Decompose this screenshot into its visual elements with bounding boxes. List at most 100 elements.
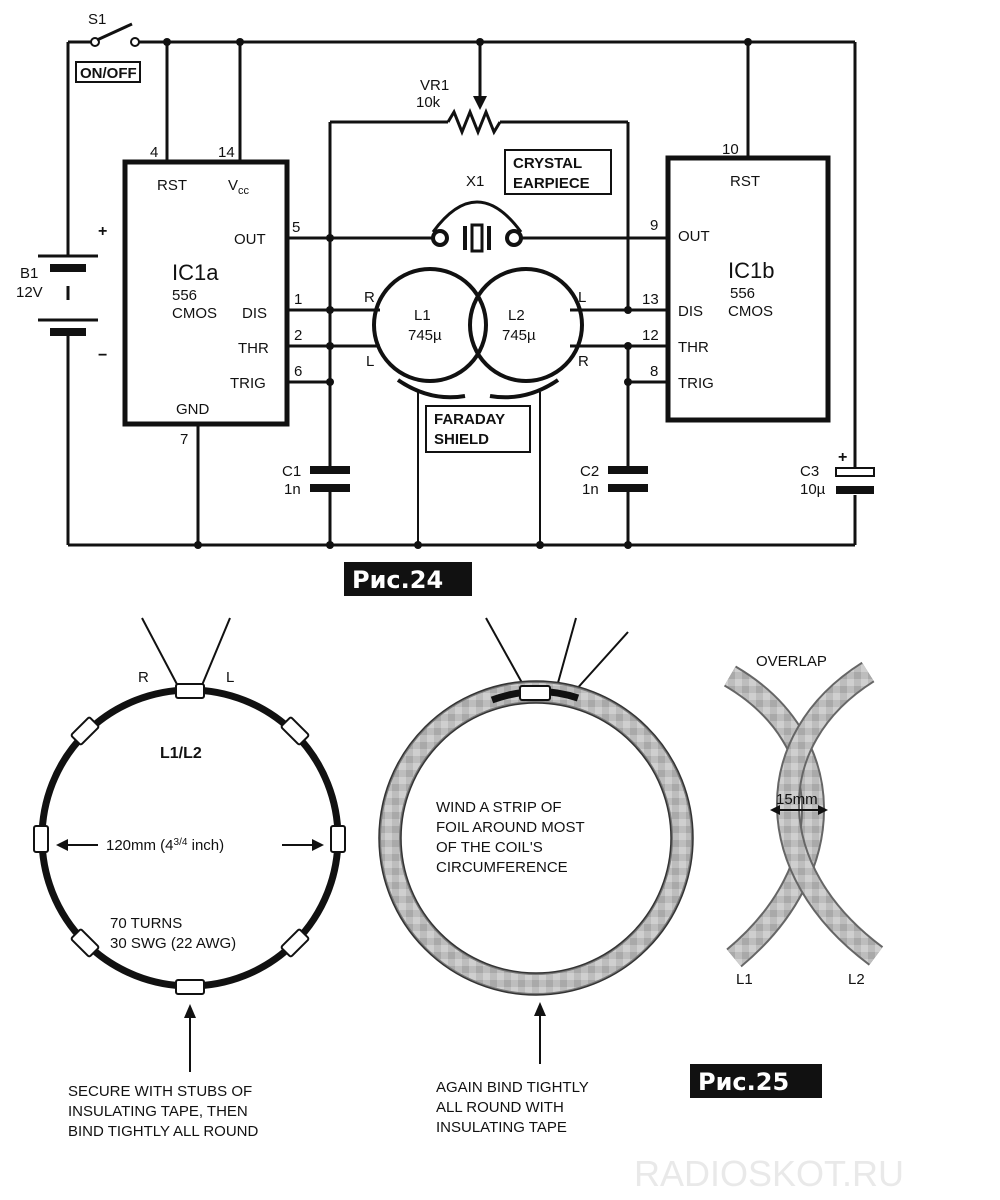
schematic: S1 ON/OFF + − B1 12V IC1a 556 CMOS RST V…	[16, 11, 875, 596]
coil1-turns-1: 70 TURNS	[110, 915, 182, 932]
overlap-view: OVERLAP 15mm L1 L2	[723, 653, 884, 988]
ic1a-type: 556	[172, 287, 197, 304]
coil1-lead-r: R	[138, 669, 149, 686]
coil1-dimension: 120mm (43/4 inch)	[106, 837, 224, 854]
ic1b-pinnum-rst: 10	[722, 141, 739, 158]
coil-1-view: R L L1/L2 120mm (43/4 inch) 70 TURNS 30 …	[33, 617, 346, 1140]
coil1-turns-2: 30 SWG (22 AWG)	[110, 935, 236, 952]
ic1b-type: 556	[730, 285, 755, 302]
x1-ref: X1	[466, 173, 484, 190]
c2-ref: C2	[580, 463, 599, 480]
l2-value: 745µ	[502, 327, 536, 344]
l2-wire-top: L	[578, 289, 586, 306]
ic1a-pinnum-vcc: 14	[218, 144, 235, 161]
overlap-left: L1	[736, 971, 753, 988]
overlap-dimension: 15mm	[776, 791, 818, 808]
ic1a-pin-trig: TRIG	[230, 375, 266, 392]
vr1-potentiometer: VR1 10k	[163, 38, 752, 382]
ic1b-chip: IC1b 556 CMOS RST OUT DIS THR TRIG 10 9 …	[520, 42, 831, 423]
ic1a-pinnum-thr: 2	[294, 327, 302, 344]
faraday-line2: SHIELD	[434, 431, 489, 448]
ic1a-pin-out: OUT	[234, 231, 266, 248]
coil-construction: R L L1/L2 120mm (43/4 inch) 70 TURNS 30 …	[33, 617, 884, 1140]
capacitor-c2: C2 1n	[580, 342, 648, 545]
vr1-ref: VR1	[420, 77, 449, 94]
coil2-caption-3: INSULATING TAPE	[436, 1119, 567, 1136]
ic1a-pin-vcc: Vcc	[228, 177, 250, 197]
c2-value: 1n	[582, 481, 599, 498]
l1-value: 745µ	[408, 327, 442, 344]
ic1a-pinnum-out: 5	[292, 219, 300, 236]
coil1-title: L1/L2	[160, 745, 202, 762]
switch-s1: S1 ON/OFF	[75, 11, 141, 83]
ic1b-pinnum-thr: 12	[642, 327, 659, 344]
l1-ref: L1	[414, 307, 431, 324]
ic1b-pinnum-trig: 8	[650, 363, 658, 380]
vr1-value: 10k	[416, 94, 441, 111]
coil1-caption-3: BIND TIGHTLY ALL ROUND	[68, 1123, 258, 1140]
ic1b-pinnum-out: 9	[650, 217, 658, 234]
coil-2-view: WIND A STRIP OF FOIL AROUND MOST OF THE …	[378, 617, 694, 1136]
c1-value: 1n	[284, 481, 301, 498]
ic1a-pin-gnd: GND	[176, 401, 210, 418]
ic1b-tech: CMOS	[728, 303, 773, 320]
coil2-caption-1: AGAIN BIND TIGHTLY	[436, 1079, 589, 1096]
coil2-caption-2: ALL ROUND WITH	[436, 1099, 564, 1116]
ic1a-tech: CMOS	[172, 305, 217, 322]
ic1b-pin-out: OUT	[678, 228, 710, 245]
l2-wire-bottom: R	[578, 353, 589, 370]
capacitor-c3: + C3 10µ	[800, 449, 875, 498]
ic1b-pin-dis: DIS	[678, 303, 703, 320]
l2-ref: L2	[508, 307, 525, 324]
c1-ref: C1	[282, 463, 301, 480]
faraday-line1: FARADAY	[434, 411, 505, 428]
capacitor-c1: C1 1n	[282, 342, 350, 545]
battery-ref: B1	[20, 265, 38, 282]
ic1a-name: IC1a	[172, 260, 219, 285]
figure-label-24: Рис.24	[344, 562, 472, 596]
x1-label-line2: EARPIECE	[513, 175, 590, 192]
switch-label: ON/OFF	[80, 65, 137, 82]
coil-l1-l2: L1 745µ L2 745µ R L L R FARADAY SHIELD	[364, 267, 589, 545]
c3-ref: C3	[800, 463, 819, 480]
ic1a-chip: IC1a 556 CMOS RST Vcc OUT DIS THR TRIG G…	[122, 42, 435, 545]
ic1a-pinnum-rst: 4	[150, 144, 158, 161]
ic1a-pinnum-trig: 6	[294, 363, 302, 380]
x1-label-line1: CRYSTAL	[513, 155, 582, 172]
figure-label-25: Рис.25	[690, 1064, 822, 1098]
battery-value: 12V	[16, 284, 43, 301]
c3-value: 10µ	[800, 481, 826, 498]
positive-rail	[66, 40, 857, 468]
ic1b-pin-thr: THR	[678, 339, 709, 356]
battery-plus: +	[98, 223, 107, 240]
ic1b-pin-rst: RST	[730, 173, 760, 190]
coil2-note-2: FOIL AROUND MOST	[436, 819, 585, 836]
ic1a-pin-rst: RST	[157, 177, 187, 194]
ic1b-name: IC1b	[728, 258, 774, 283]
x1-crystal-earpiece: X1 CRYSTAL EARPIECE	[431, 149, 612, 253]
battery-minus: −	[98, 347, 107, 364]
ic1a-pinnum-dis: 1	[294, 291, 302, 308]
coil1-lead-l: L	[226, 669, 234, 686]
c3-plus: +	[838, 449, 847, 466]
ic1a-pin-thr: THR	[238, 340, 269, 357]
coil1-caption-2: INSULATING TAPE, THEN	[68, 1103, 248, 1120]
coil1-caption-1: SECURE WITH STUBS OF	[68, 1083, 252, 1100]
ic1b-pin-trig: TRIG	[678, 375, 714, 392]
ic1a-pin-dis: DIS	[242, 305, 267, 322]
ic1b-pinnum-dis: 13	[642, 291, 659, 308]
watermark: RADIOSKOT.RU	[634, 1153, 904, 1194]
overlap-right: L2	[848, 971, 865, 988]
l1-wire-bottom: L	[366, 353, 374, 370]
coil2-note-3: OF THE COIL'S	[436, 839, 543, 856]
coil2-note-4: CIRCUMFERENCE	[436, 859, 568, 876]
svg-text:Рис.24: Рис.24	[352, 566, 443, 594]
switch-ref: S1	[88, 11, 106, 28]
coil2-note-1: WIND A STRIP OF	[436, 799, 562, 816]
overlap-title: OVERLAP	[756, 653, 827, 670]
battery-b1: + − B1 12V	[16, 223, 107, 364]
svg-text:Рис.25: Рис.25	[698, 1068, 789, 1096]
l1-wire-top: R	[364, 289, 375, 306]
ic1a-pinnum-gnd: 7	[180, 431, 188, 448]
